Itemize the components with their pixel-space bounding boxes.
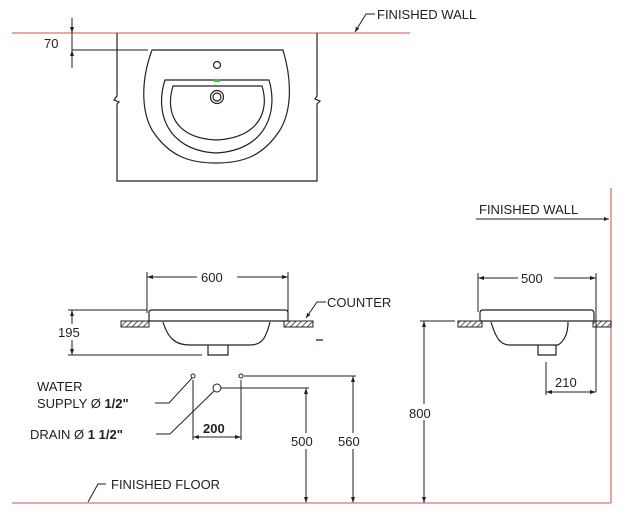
dim-200-label: 200: [203, 421, 225, 436]
side-view: FINISHED WALL 500 210 800: [407, 188, 612, 503]
water-supply-point-right: [238, 373, 244, 379]
dim-210-label: 210: [555, 375, 577, 390]
dim-500-label: 500: [291, 434, 313, 449]
dim-800-label: 800: [409, 406, 431, 421]
front-view: 600 COUNTER 195 500 560 200 WATER: [12, 269, 611, 504]
dim-195-label: 195: [58, 325, 80, 340]
counter-label: COUNTER: [327, 295, 391, 310]
basin-bowl-outer: [160, 79, 273, 154]
tap-hole: [212, 60, 222, 70]
side-counter-right: [592, 320, 612, 328]
counter-left: [120, 320, 150, 328]
dim-70-label: 70: [44, 36, 58, 51]
finished-floor-label: FINISHED FLOOR: [111, 477, 220, 492]
water-supply-size: 1/2": [104, 396, 128, 411]
side-basin-bowl: [490, 321, 569, 346]
drain-hole-outer: [209, 89, 225, 105]
basin-bowl-inner: [169, 85, 265, 141]
drain-hole-inner: [212, 92, 222, 102]
counter-right: [283, 320, 314, 328]
drain-size: 1 1/2": [88, 427, 123, 442]
drain-text: DRAIN Ø: [30, 427, 88, 442]
water-supply-label-line1: WATER: [37, 379, 83, 394]
water-supply-label-line2: SUPPLY Ø 1/2": [37, 396, 129, 411]
side-drain-stub: [537, 345, 557, 356]
green-marker: [214, 79, 220, 82]
front-basin-bowl: [162, 321, 271, 346]
water-supply-text: SUPPLY Ø: [37, 396, 104, 411]
front-drain-stub: [207, 345, 229, 356]
side-basin-rim: [479, 309, 595, 322]
water-supply-leader: [155, 377, 193, 404]
counter-leader: [305, 301, 326, 319]
dim-560-label: 560: [338, 434, 360, 449]
dim-70-arrows: [70, 27, 74, 56]
basin-outline: [143, 49, 290, 164]
drain-leader: [156, 390, 215, 435]
drain-point: [212, 383, 222, 393]
front-basin-rim: [148, 309, 289, 322]
top-view: 70 FINISHED WALL: [12, 7, 476, 182]
dim-side-500-label: 500: [521, 271, 543, 286]
finished-wall-label-side: FINISHED WALL: [479, 202, 578, 217]
dim-600-label: 600: [201, 270, 223, 285]
wall-panel: [113, 33, 322, 182]
finished-wall-label-top: FINISHED WALL: [377, 7, 476, 22]
finished-wall-leader: [354, 13, 375, 33]
side-counter-left: [457, 320, 483, 328]
finished-floor-leader: [87, 483, 106, 503]
drain-label: DRAIN Ø 1 1/2": [30, 427, 123, 442]
water-supply-point-left: [190, 373, 196, 379]
